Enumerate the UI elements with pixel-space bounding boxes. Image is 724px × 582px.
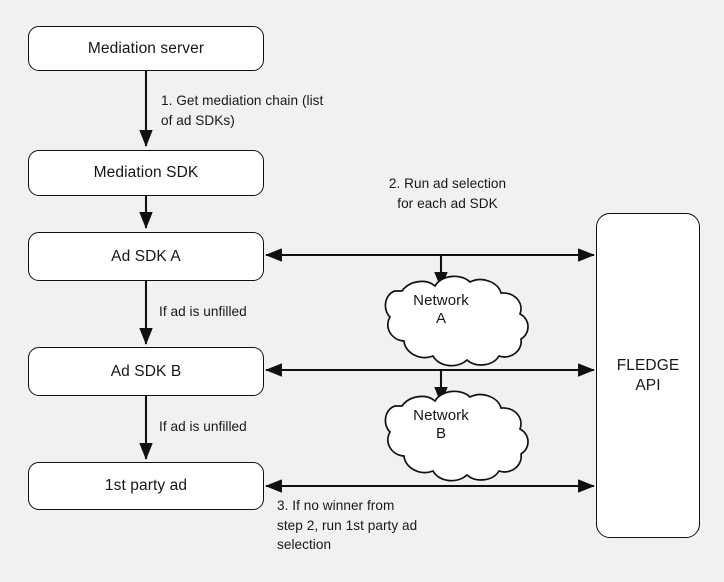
node-fledge-api-label-line1: FLEDGE <box>616 357 680 375</box>
node-first-party-ad-label: 1st party ad <box>104 477 188 495</box>
caption-step-1: 1. Get mediation chain (list of ad SDKs) <box>161 93 324 128</box>
network-b-line2: B <box>435 425 447 442</box>
node-ad-sdk-a[interactable]: Ad SDK A <box>28 232 264 281</box>
node-mediation-sdk-label: Mediation SDK <box>93 164 199 182</box>
node-ad-sdk-b-label: Ad SDK B <box>110 362 182 380</box>
node-fledge-api-label-line2: API <box>635 376 661 394</box>
network-a-line1: Network <box>413 292 469 309</box>
node-ad-sdk-a-label: Ad SDK A <box>111 247 181 265</box>
node-mediation-server[interactable]: Mediation server <box>28 26 264 71</box>
node-mediation-server-label: Mediation server <box>87 39 205 57</box>
network-b-cloud-label: Network B <box>380 407 502 443</box>
network-a-cloud-label: Network A <box>380 292 502 328</box>
network-a-line2: A <box>435 310 447 327</box>
node-mediation-sdk[interactable]: Mediation SDK <box>28 150 264 196</box>
caption-step-3: 3. If no winner from step 2, run 1st par… <box>277 498 418 553</box>
node-first-party-ad[interactable]: 1st party ad <box>28 462 264 510</box>
caption-if-ad-unfilled-a: If ad is unfilled <box>159 304 247 319</box>
node-ad-sdk-b[interactable]: Ad SDK B <box>28 347 264 396</box>
caption-if-ad-unfilled-b: If ad is unfilled <box>159 419 247 434</box>
network-b-line1: Network <box>413 407 469 424</box>
node-fledge-api[interactable]: FLEDGE API <box>596 213 700 538</box>
caption-step-2: 2. Run ad selection for each ad SDK <box>388 176 507 211</box>
